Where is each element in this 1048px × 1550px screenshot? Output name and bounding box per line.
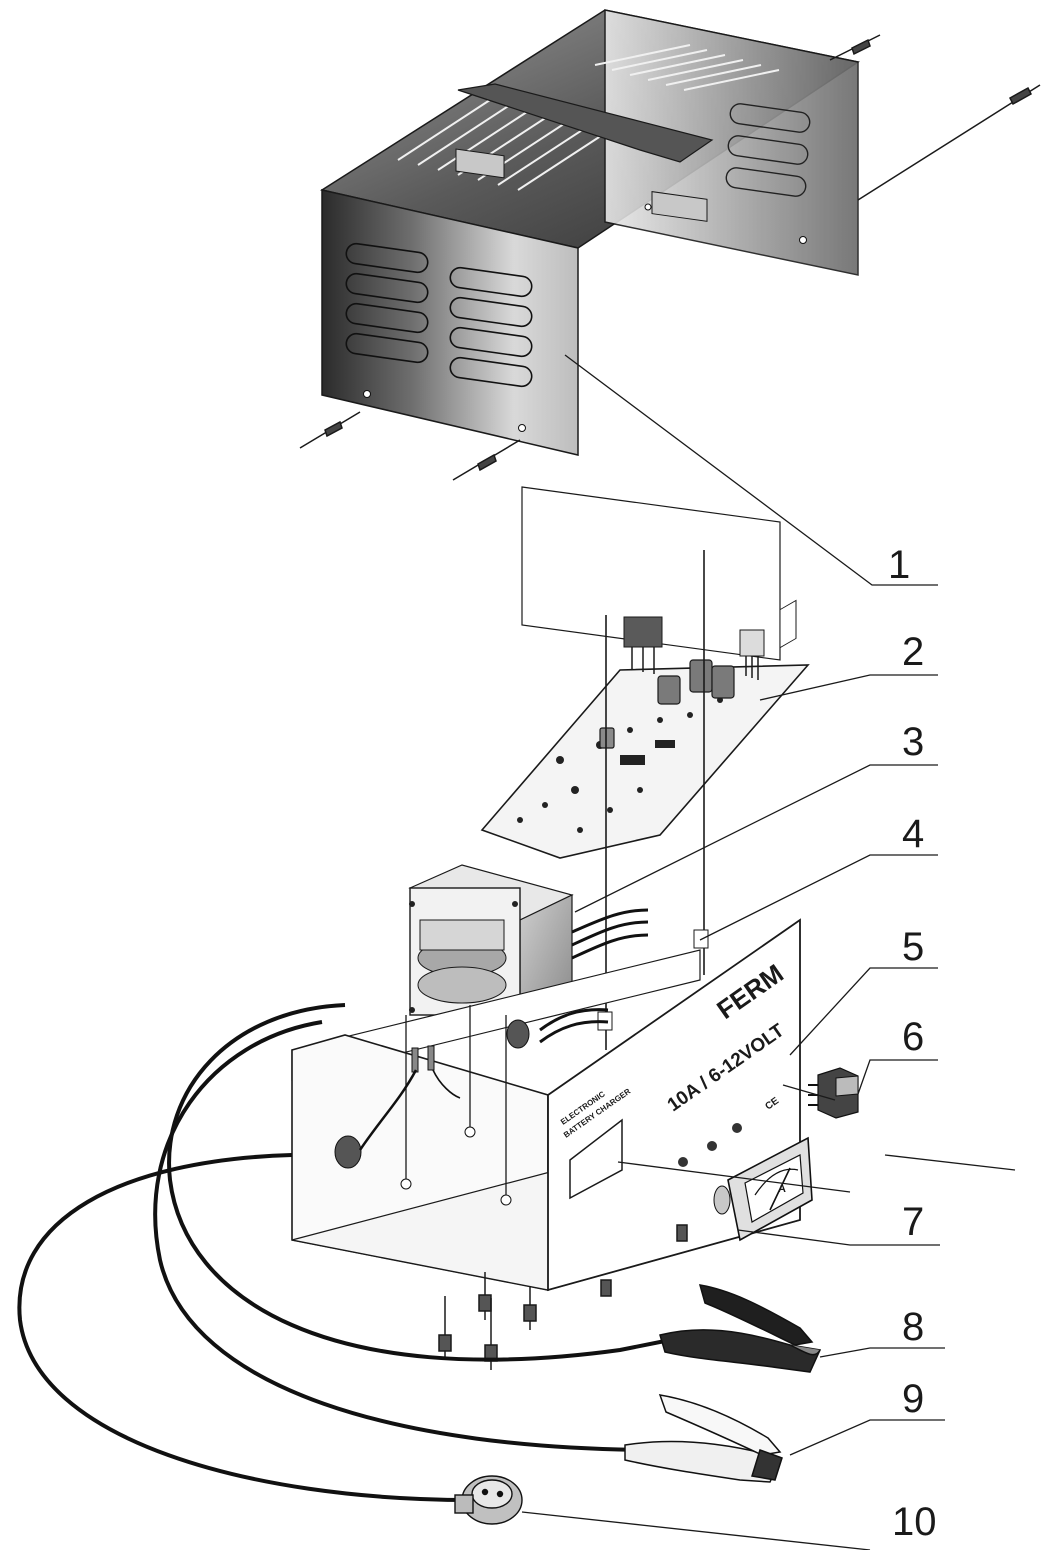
switch-part: [808, 1067, 859, 1119]
meter-unit-label: A: [778, 1183, 786, 1195]
callout-9: 9: [902, 1377, 924, 1421]
callout-3: 3: [902, 720, 924, 764]
base-screws: [438, 1224, 688, 1370]
callout-7: 7: [902, 1200, 924, 1244]
cover-part: [320, 9, 860, 456]
ammeter-part: A: [713, 1136, 813, 1242]
transformer-part: [408, 864, 649, 1044]
leader-lines: [521, 354, 1016, 1550]
clamp-red: [659, 1284, 822, 1373]
callout-1: 1: [888, 543, 910, 587]
callout-6: 6: [902, 1015, 924, 1059]
callout-8: 8: [902, 1305, 924, 1349]
callout-10: 10: [892, 1500, 937, 1544]
cover-screws: [299, 34, 1041, 481]
cables: [17, 1003, 671, 1502]
callout-4: 4: [902, 812, 924, 856]
callout-2: 2: [902, 630, 924, 674]
clamp-black: [624, 1394, 783, 1483]
callout-5: 5: [902, 925, 924, 969]
mains-plug: [454, 1475, 523, 1525]
